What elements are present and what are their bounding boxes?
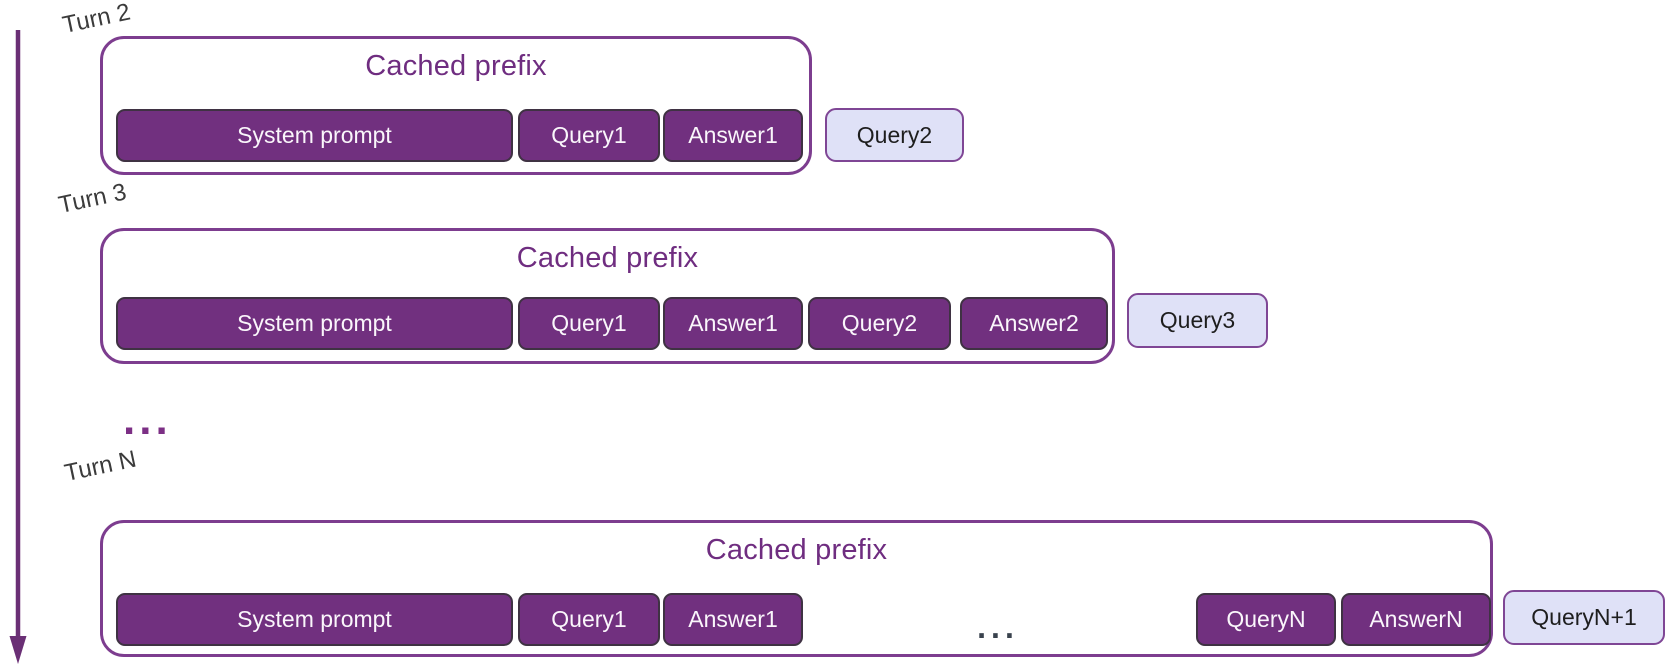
turn-3-label: Turn 3	[56, 178, 129, 220]
new-query3-pill: Query3	[1127, 293, 1268, 348]
answern-pill: AnswerN	[1341, 593, 1491, 646]
cached-prefix-title: Cached prefix	[705, 534, 888, 566]
system-prompt-pill: System prompt	[116, 109, 513, 162]
query1-pill: Query1	[518, 109, 660, 162]
answer1-pill: Answer1	[663, 109, 803, 162]
turns-ellipsis: ...	[123, 395, 172, 444]
cached-prefix-title: Cached prefix	[516, 242, 699, 274]
query1-pill: Query1	[518, 593, 660, 646]
query2-pill: Query2	[808, 297, 951, 350]
cached-prefix-box-turn-2: Cached prefix System prompt Query1 Answe…	[100, 36, 812, 175]
cached-prefix-box-turn-3: Cached prefix System prompt Query1 Answe…	[100, 228, 1115, 364]
turn-2-label: Turn 2	[60, 0, 133, 40]
answer2-pill: Answer2	[960, 297, 1108, 350]
cached-pills-ellipsis: ...	[977, 608, 1019, 645]
new-query2-pill: Query2	[825, 108, 964, 162]
cached-prefix-title: Cached prefix	[365, 50, 547, 82]
down-arrow-icon	[9, 30, 27, 664]
turn-n-label: Turn N	[62, 445, 139, 488]
answer1-pill: Answer1	[663, 593, 803, 646]
answer1-pill: Answer1	[663, 297, 803, 350]
cached-prefix-box-turn-n: Cached prefix System prompt Query1 Answe…	[100, 520, 1493, 657]
system-prompt-pill: System prompt	[116, 297, 513, 350]
query1-pill: Query1	[518, 297, 660, 350]
new-queryn1-pill: QueryN+1	[1503, 590, 1665, 645]
system-prompt-pill: System prompt	[116, 593, 513, 646]
queryn-pill: QueryN	[1196, 593, 1336, 646]
